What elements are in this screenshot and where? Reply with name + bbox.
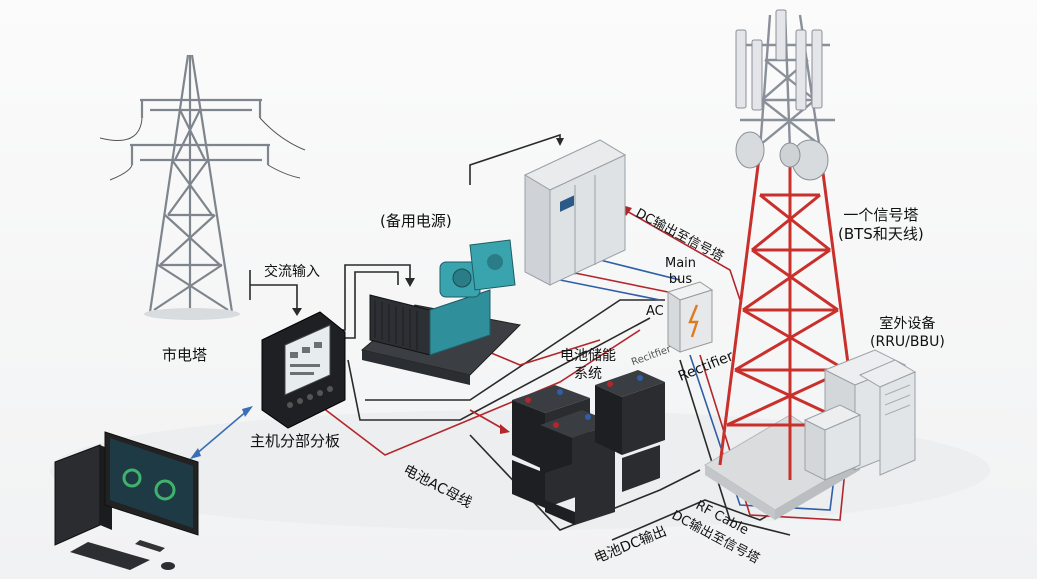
tower-base-shadow	[144, 308, 240, 320]
main-board-label: 主机分部分板	[250, 432, 341, 450]
ac-label: AC	[646, 304, 664, 319]
power-cabinet-icon	[523, 139, 627, 286]
signal-tower-icon	[704, 9, 862, 520]
city-tower-label: 市电塔	[162, 346, 208, 364]
signal-tower-line1: 一个信号塔	[843, 206, 919, 224]
battery-storage-line2: 系统	[574, 365, 602, 382]
battery-storage-line1: 电池储能	[560, 348, 616, 364]
main-bus-line1: Main	[665, 256, 697, 271]
outdoor-equipment-line2: (RRU/BBU)	[870, 333, 945, 350]
signal-tower-line2: (BTS和天线)	[838, 224, 924, 243]
battery-bank-icon	[512, 370, 665, 525]
outdoor-equipment-label: 室外设备 (RRU/BBU)	[870, 316, 945, 351]
controller-panel-icon	[261, 311, 346, 429]
outdoor-equipment-icon	[803, 349, 917, 481]
signal-tower-label: 一个信号塔 (BTS和天线)	[838, 206, 924, 244]
utility-tower-icon	[99, 54, 306, 313]
main-bus-label: Main bus	[665, 256, 696, 289]
main-bus-line2: bus	[668, 272, 693, 288]
computer-icon	[54, 431, 199, 570]
backup-power-label: (备用电源)	[380, 212, 452, 230]
outdoor-equipment-line1: 室外设备	[879, 316, 936, 332]
battery-storage-label: 电池储能 系统	[560, 348, 616, 383]
rectifier-icon	[666, 281, 714, 353]
generator-icon	[360, 239, 522, 385]
ac-input-label: 交流输入	[264, 264, 320, 280]
